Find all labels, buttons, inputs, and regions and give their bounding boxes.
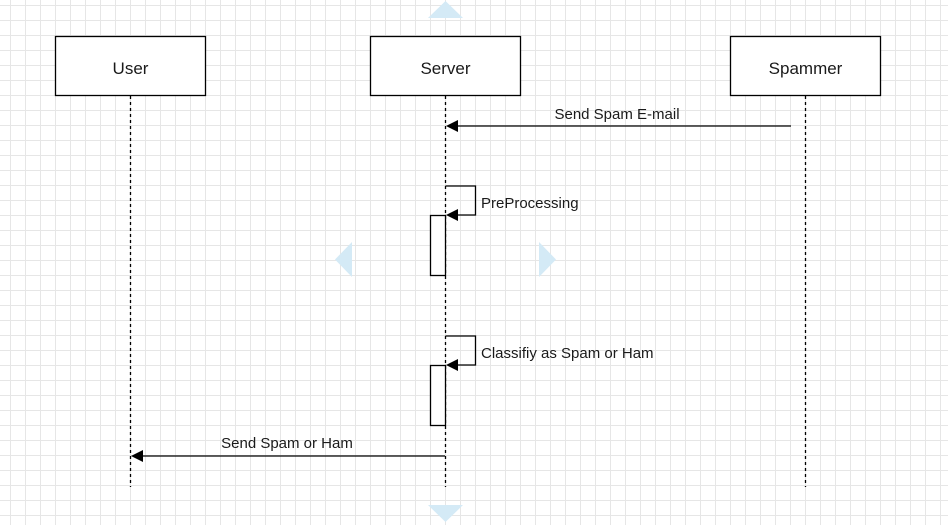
hint-arrow-left-icon[interactable] — [335, 242, 352, 277]
activation-bar-preprocessing[interactable] — [429, 214, 447, 277]
message-preprocessing-line — [445, 185, 477, 216]
activation-bar-classify[interactable] — [429, 364, 447, 427]
actor-user-box — [54, 35, 207, 97]
arrowhead-left-icon — [446, 359, 458, 371]
actor-spammer[interactable]: Spammer — [729, 35, 882, 97]
actor-spammer-box — [729, 35, 882, 97]
arrowhead-left-icon — [446, 209, 458, 221]
hint-arrow-down-icon[interactable] — [428, 505, 463, 522]
actor-user[interactable]: User — [54, 35, 207, 97]
actor-spammer-label: Spammer — [769, 59, 843, 78]
message-preprocessing[interactable]: PreProcessing — [445, 185, 579, 221]
message-send-spam-email-label: Send Spam E-mail — [554, 106, 679, 123]
message-classify[interactable]: Classifiy as Spam or Ham — [445, 335, 654, 371]
actor-server[interactable]: Server — [369, 35, 522, 97]
actor-server-box — [369, 35, 522, 97]
arrowhead-left-icon — [131, 450, 143, 462]
arrowhead-left-icon — [446, 120, 458, 132]
hint-arrow-right-icon[interactable] — [539, 242, 556, 277]
hint-arrow-up-icon[interactable] — [428, 1, 463, 18]
message-send-spam-or-ham[interactable]: Send Spam or Ham — [131, 435, 445, 462]
message-send-spam-or-ham-label: Send Spam or Ham — [221, 435, 353, 452]
message-classify-label: Classifiy as Spam or Ham — [481, 345, 654, 362]
message-preprocessing-label: PreProcessing — [481, 195, 579, 212]
actor-user-label: User — [113, 59, 149, 78]
message-classify-line — [445, 335, 477, 366]
message-send-spam-email[interactable]: Send Spam E-mail — [446, 106, 791, 132]
actor-server-label: Server — [420, 59, 470, 78]
